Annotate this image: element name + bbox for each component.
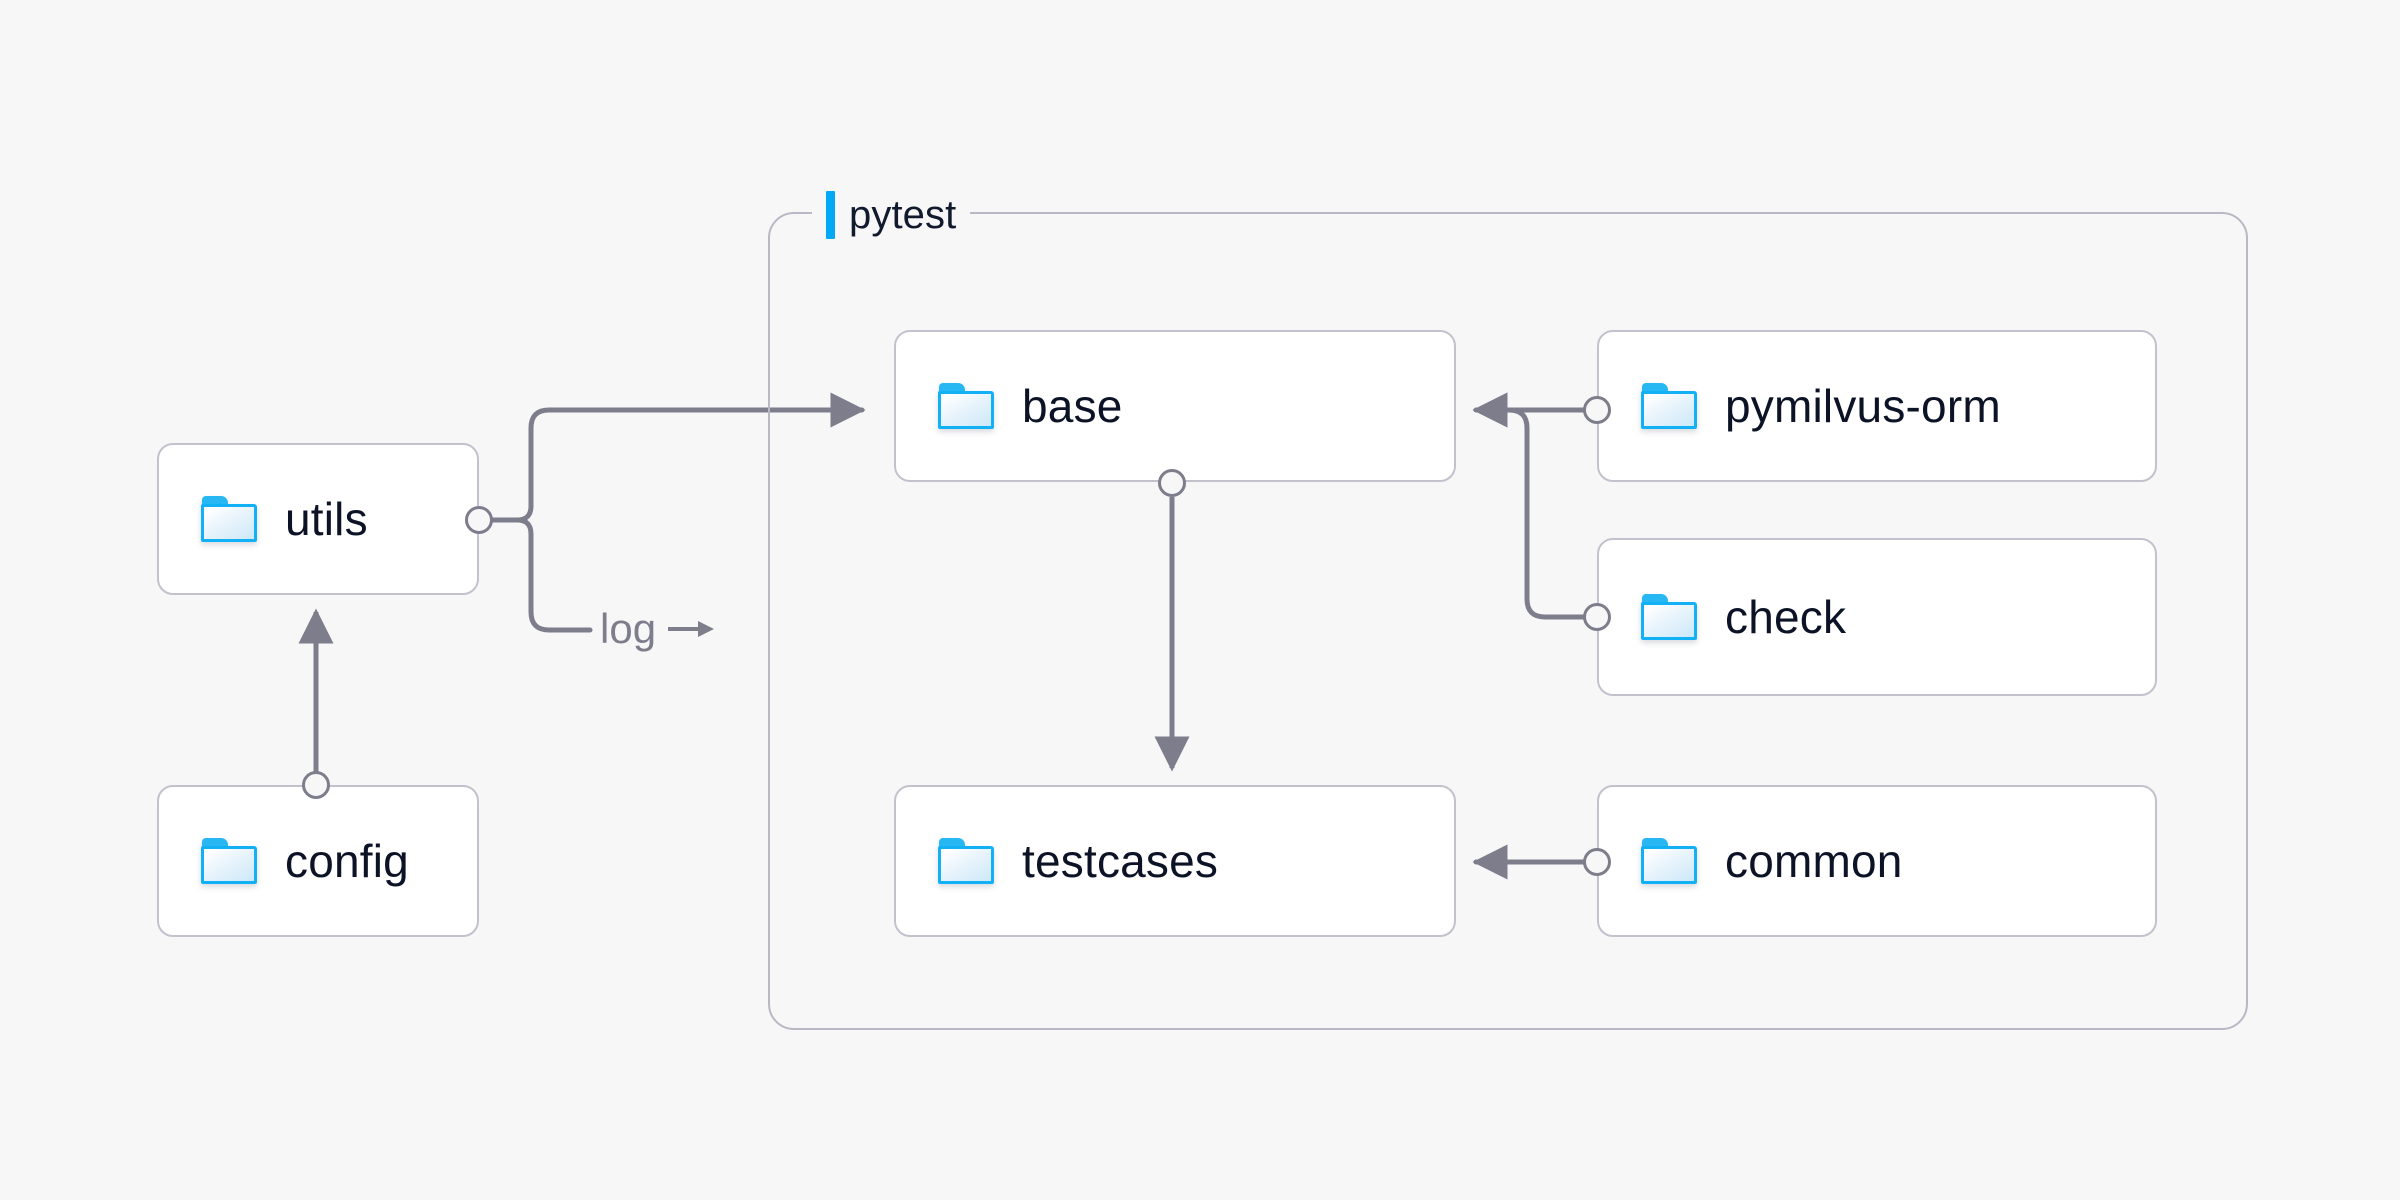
node-label-check: check [1725,591,1847,643]
port-common-left[interactable] [1583,848,1611,876]
node-utils[interactable]: utils [157,443,479,595]
node-label-utils: utils [285,493,368,545]
folder-icon [201,838,257,884]
node-label-testcases: testcases [1022,835,1219,887]
node-testcases[interactable]: testcases [894,785,1456,937]
folder-icon [938,838,994,884]
port-utils-right[interactable] [465,506,493,534]
folder-icon [201,496,257,542]
node-pymilvus-orm[interactable]: pymilvus-orm [1597,330,2157,482]
port-check-left[interactable] [1583,603,1611,631]
folder-icon [1641,838,1697,884]
folder-icon [1641,383,1697,429]
folder-icon [938,383,994,429]
edge-label-log: log [600,605,715,652]
port-base-bottom[interactable] [1158,469,1186,497]
arrow-right-icon [668,619,715,639]
folder-icon [1641,594,1697,640]
node-base[interactable]: base [894,330,1456,482]
edge-label-log-text: log [600,605,657,652]
port-config-top[interactable] [302,771,330,799]
node-common[interactable]: common [1597,785,2157,937]
node-label-config: config [285,835,409,887]
pytest-group-container[interactable] [768,212,2248,1030]
node-check[interactable]: check [1597,538,2157,696]
group-title-label: pytest [849,193,957,237]
group-accent-bar [826,191,835,239]
port-pymilvus-orm-left[interactable] [1583,396,1611,424]
node-config[interactable]: config [157,785,479,937]
pytest-group-title: pytest [812,189,971,241]
node-label-pymilvus-orm: pymilvus-orm [1725,380,2001,432]
edge-utils-to-pytest-log [486,517,593,633]
node-label-common: common [1725,835,1903,887]
node-label-base: base [1022,380,1123,432]
